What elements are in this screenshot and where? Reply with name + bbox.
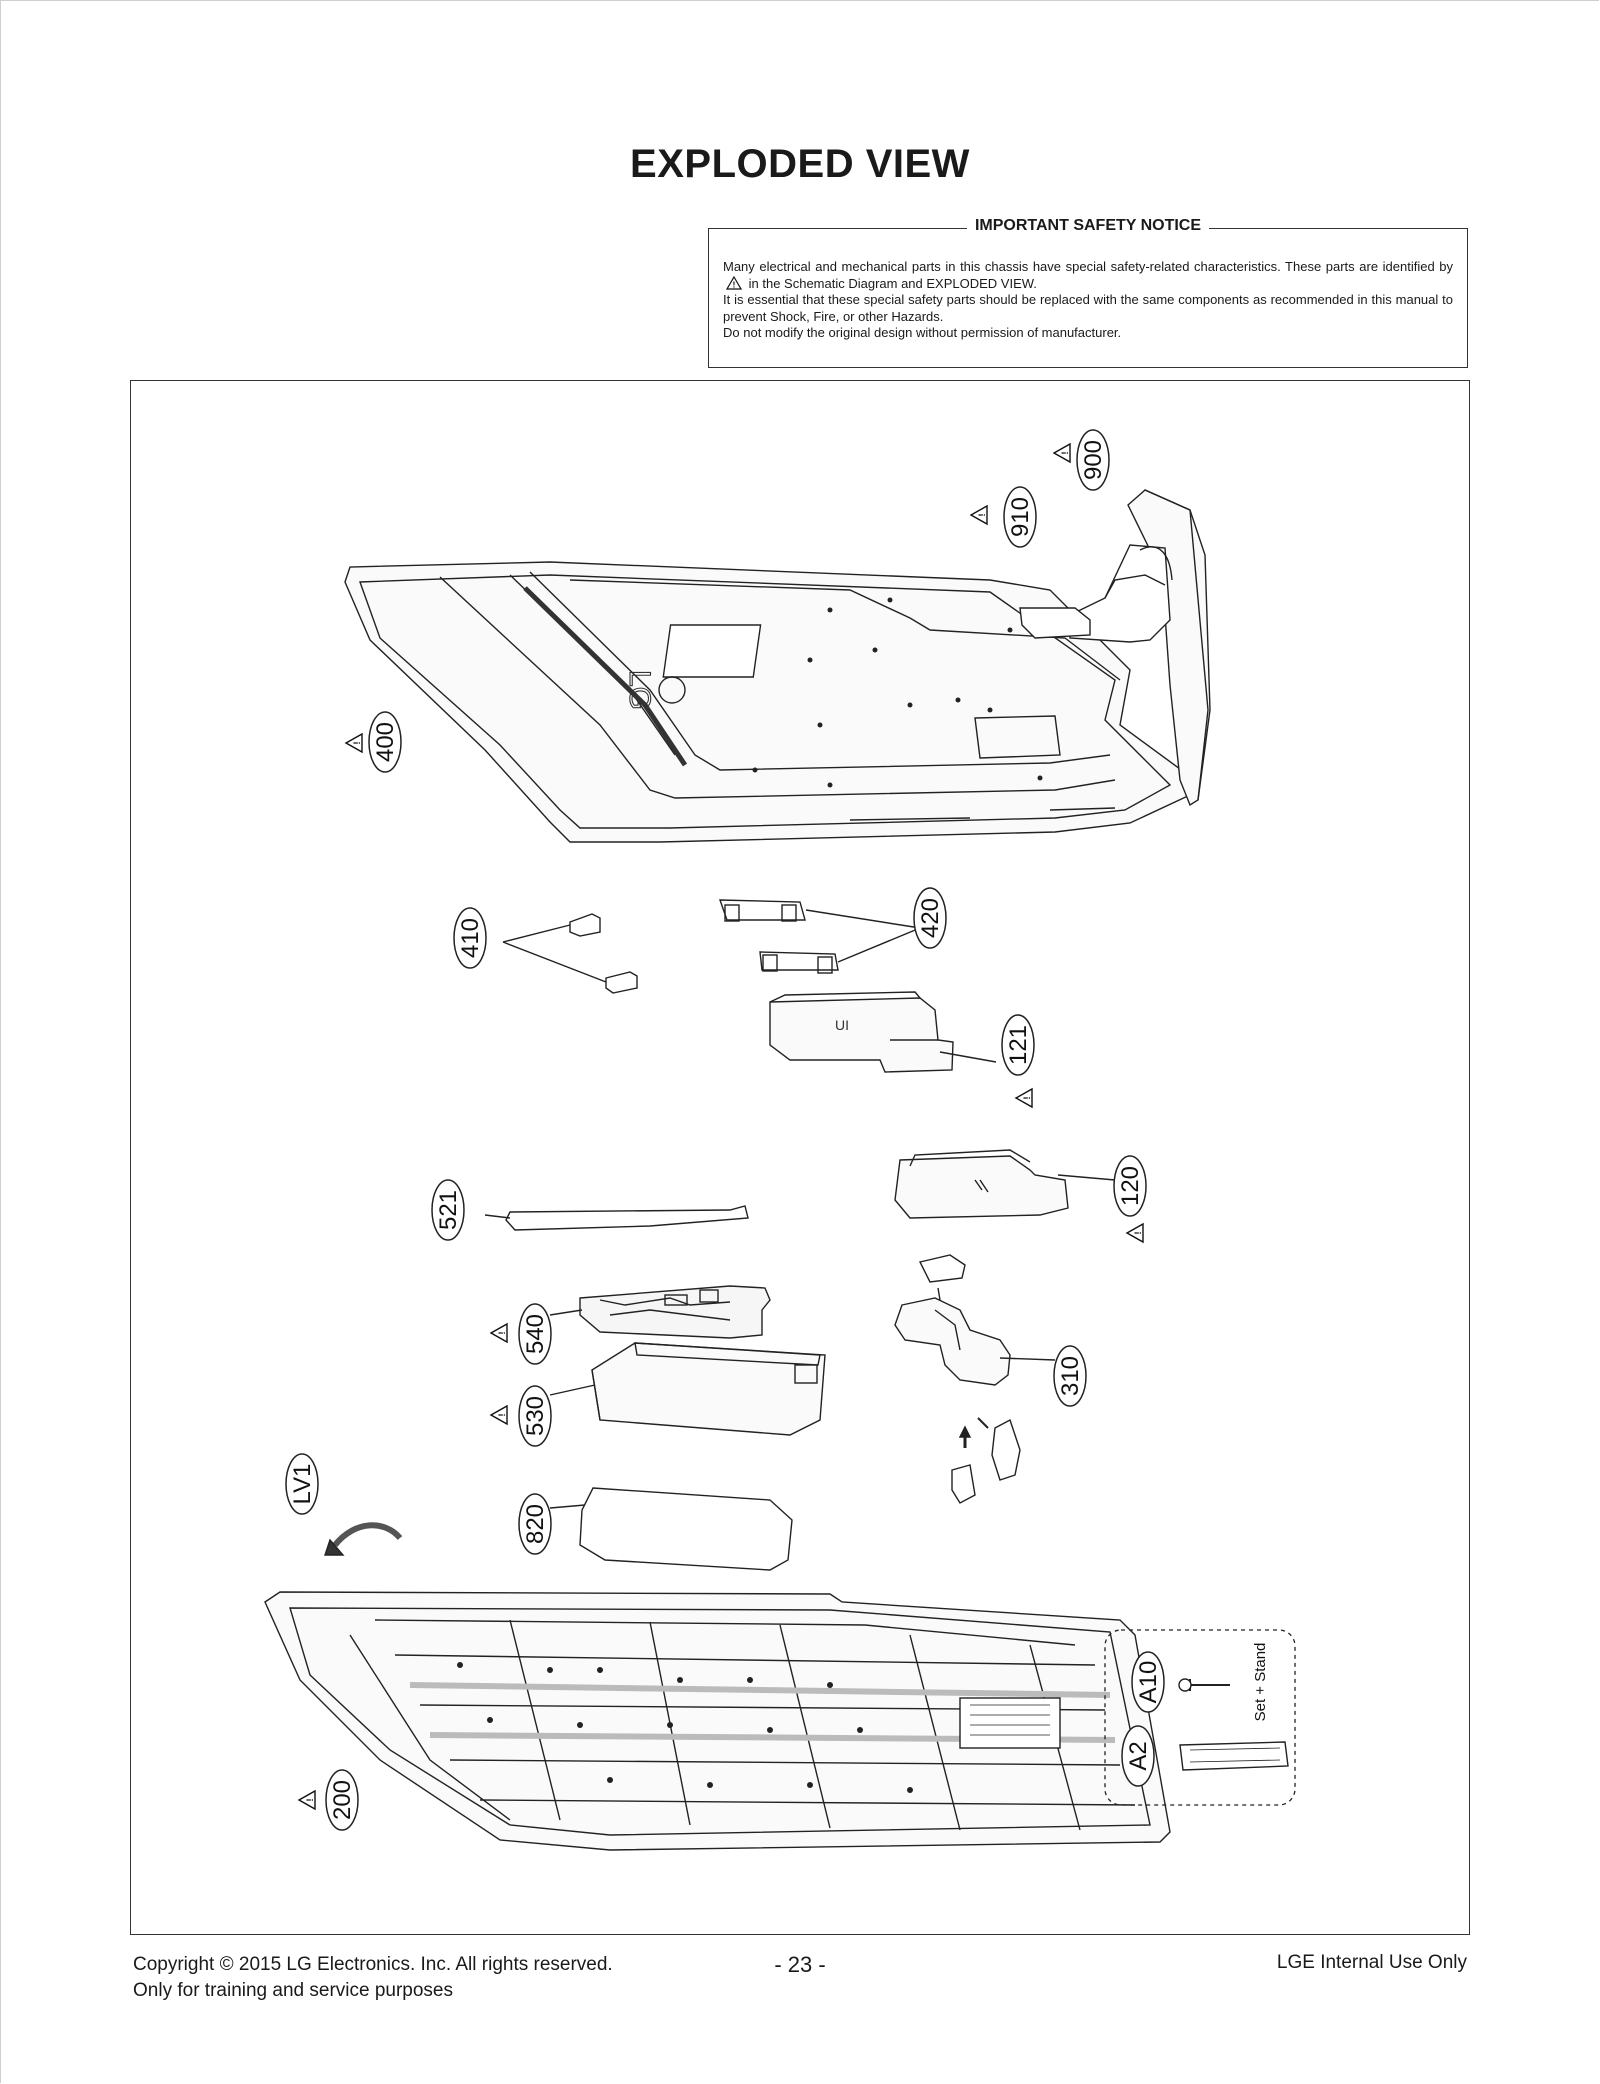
footer-internal: LGE Internal Use Only	[1276, 1952, 1467, 1973]
svg-text:UI: UI	[835, 1017, 849, 1033]
callout-a10: A10	[1135, 1661, 1162, 1704]
callout-121-oval	[1001, 1014, 1035, 1076]
warning-triangle-icon	[1126, 1223, 1144, 1243]
stand-part	[1019, 489, 1211, 807]
callout-410-oval	[453, 907, 487, 969]
warning-triangle-icon	[298, 1790, 316, 1810]
footer-copyright: Copyright © 2015 LG Electronics. Inc. Al…	[133, 1954, 613, 1975]
bracket-410-parts	[502, 913, 638, 994]
back-cover-part	[344, 561, 1196, 843]
callout-530: 530	[522, 1396, 549, 1436]
warning-triangle-icon	[490, 1405, 508, 1425]
module-120-part	[894, 1149, 1116, 1219]
callout-lv1: LV1	[289, 1464, 316, 1505]
safety-notice-line1-pre: Many electrical and mechanical parts in …	[723, 259, 1453, 274]
callout-900: 900	[1080, 440, 1107, 480]
footer-purpose: Only for training and service purposes	[133, 1980, 453, 2001]
safety-notice-title-wrap: IMPORTANT SAFETY NOTICE	[709, 217, 1467, 235]
callout-a2: A2	[1125, 1741, 1152, 1770]
warning-triangle-icon	[1015, 1088, 1033, 1108]
exploded-view-diagram: ! LG	[264, 429, 1296, 1851]
main-board-540-part	[549, 1285, 771, 1339]
insulator-sheet-820-part	[549, 1487, 793, 1571]
callout-200: 200	[329, 1780, 356, 1820]
callout-a10-oval	[1131, 1651, 1165, 1713]
callout-121: 121	[1005, 1025, 1032, 1065]
callout-420-oval	[913, 887, 947, 949]
display-module-200-part	[264, 1591, 1171, 1851]
svg-text:!: !	[733, 280, 736, 289]
callout-310: 310	[1057, 1356, 1084, 1396]
safety-notice-body: Many electrical and mechanical parts in …	[723, 259, 1453, 342]
safety-notice-line3: Do not modify the original design withou…	[723, 325, 1122, 340]
safety-notice-line1: Many electrical and mechanical parts in …	[723, 259, 1453, 292]
accessory-box	[1104, 1629, 1296, 1806]
lg-logo: LG	[622, 669, 686, 711]
callout-400: 400	[372, 722, 399, 762]
callout-540-oval	[518, 1303, 552, 1365]
warning-triangle-icon	[345, 733, 363, 753]
lv1-assembly-arrow	[324, 1522, 403, 1556]
back-cover-screw-holes	[752, 597, 1043, 788]
callout-410: 410	[457, 918, 484, 958]
callout-521: 521	[435, 1190, 462, 1230]
callout-820-oval	[518, 1493, 552, 1555]
safety-notice-box: IMPORTANT SAFETY NOTICE Many electrical …	[708, 217, 1468, 368]
ir-assembly-310-part	[894, 1254, 1056, 1504]
power-board-530-part	[549, 1342, 826, 1436]
warning-triangle-icon	[490, 1323, 508, 1343]
warning-triangle-icon: !	[725, 275, 743, 290]
callout-420: 420	[917, 898, 944, 938]
callout-120-oval	[1113, 1155, 1147, 1217]
callout-lv1-oval	[285, 1453, 319, 1515]
callout-120: 120	[1117, 1166, 1144, 1206]
warning-triangle-icon	[970, 505, 988, 525]
warning-triangle-icon	[1053, 443, 1071, 463]
display-module-holes	[457, 1662, 913, 1793]
callout-a2-oval	[1121, 1725, 1155, 1787]
callout-540: 540	[522, 1314, 549, 1354]
safety-notice-line1-post: in the Schematic Diagram and EXPLODED VI…	[748, 275, 1037, 291]
svg-text:LG: LG	[623, 670, 656, 710]
accessory-note: Set + Stand	[1252, 1643, 1269, 1722]
callout-400-oval	[368, 711, 402, 773]
callout-910: 910	[1007, 497, 1034, 537]
callout-530-oval	[518, 1385, 552, 1447]
page-title: EXPLODED VIEW	[630, 142, 970, 186]
callout-910-oval	[1003, 486, 1037, 548]
callout-310-oval	[1053, 1345, 1087, 1407]
footer-page-number: - 23 -	[774, 1952, 826, 1977]
callout-820: 820	[522, 1504, 549, 1544]
module-121-part: UI	[769, 991, 997, 1073]
remote-control-icon	[1179, 1741, 1289, 1771]
bracket-420-parts	[719, 899, 921, 974]
callout-521-oval	[431, 1179, 465, 1241]
safety-notice-line2: It is essential that these special safet…	[723, 292, 1453, 324]
diagram-frame	[130, 380, 1470, 1935]
frame-bar-521-part	[484, 1205, 749, 1231]
safety-notice-title: IMPORTANT SAFETY NOTICE	[966, 217, 1210, 234]
footer-left: Copyright © 2015 LG Electronics. Inc. Al…	[133, 1952, 613, 2004]
callout-900-oval	[1076, 429, 1110, 491]
callout-200-oval	[325, 1769, 359, 1831]
